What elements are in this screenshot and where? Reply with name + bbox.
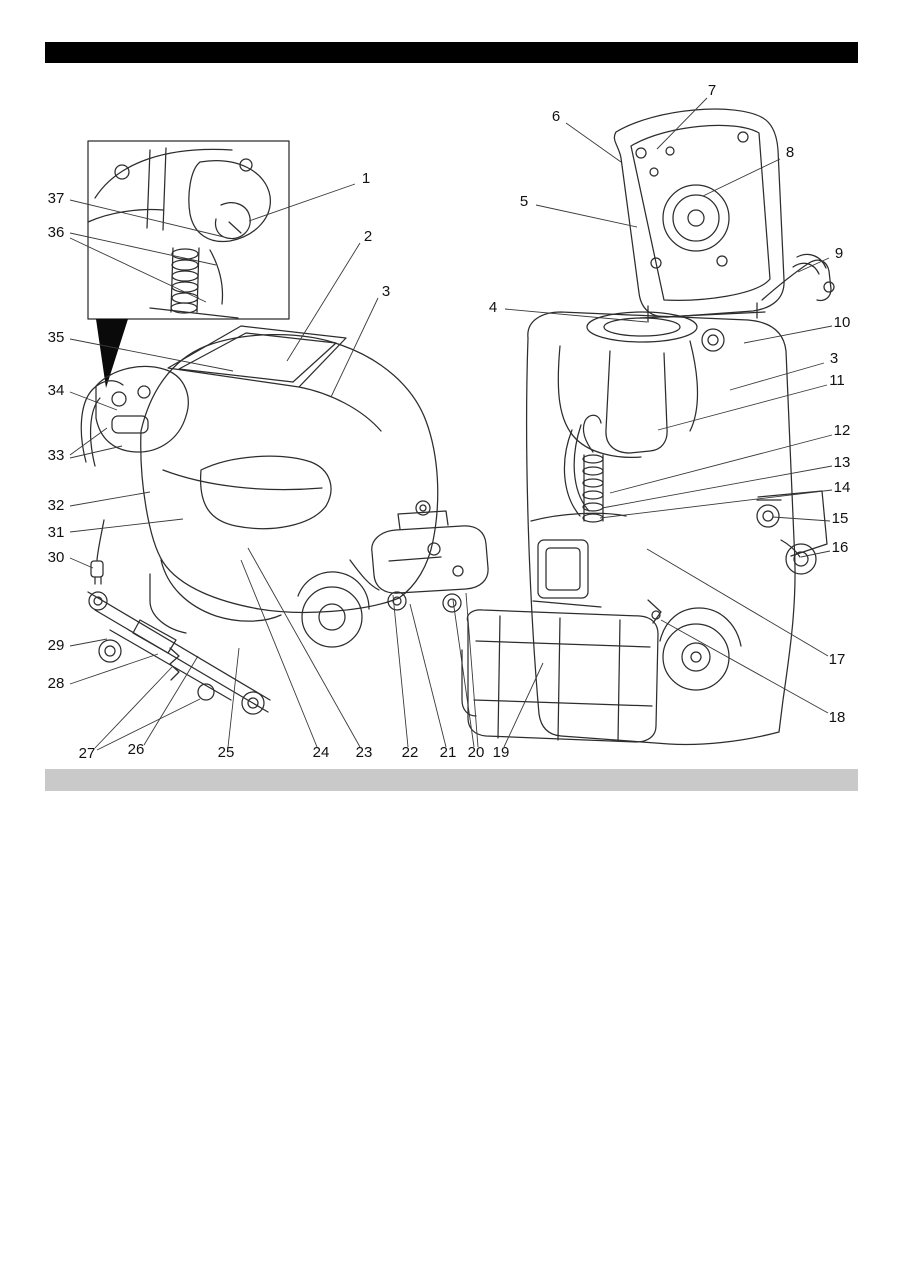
leader-line-13-13 [601, 465, 833, 509]
leader-line-10-9 [743, 325, 833, 344]
callout-label-9-8: 9 [835, 245, 843, 262]
leader-line-34-34 [69, 391, 118, 411]
callout-label-14-14: 14 [834, 479, 851, 496]
detail-inset-pointer [96, 319, 128, 388]
leader-line-33-33 [69, 445, 123, 459]
leader-line-16-16 [800, 550, 831, 558]
callout-label-26-26: 26 [128, 741, 145, 758]
callout-label-4-3: 4 [489, 299, 497, 316]
leader-line-6-5 [565, 122, 622, 163]
callout-label-12-12: 12 [834, 422, 851, 439]
leader-line-14-14 [599, 489, 833, 519]
callout-layer: 1234567891031112131415161718192021222324… [48, 82, 851, 762]
callout-label-13-13: 13 [834, 454, 851, 471]
machine-side-view-drawing [80, 325, 489, 715]
callout-label-3-10: 3 [830, 350, 838, 367]
leader-line-25-25 [227, 647, 240, 748]
leader-line-27-27 [94, 666, 173, 749]
callout-label-37-37: 37 [48, 190, 65, 207]
callout-label-27-27: 27 [79, 745, 96, 762]
footer-rule-bar [45, 769, 858, 791]
callout-label-10-9: 10 [834, 314, 851, 331]
leader-line-18-18 [660, 619, 829, 714]
leader-line-22-22 [392, 594, 409, 748]
leader-line-8-7 [702, 158, 781, 197]
leader-line-19-19 [503, 662, 544, 748]
leader-line-15-15 [772, 516, 831, 522]
leader-line-3-10 [729, 362, 825, 391]
callout-label-1-0: 1 [362, 170, 370, 187]
leader-line-32-32 [69, 491, 151, 507]
leader-line-36-36 [69, 237, 207, 303]
callout-label-29-29: 29 [48, 637, 65, 654]
machine-rear-view-drawing [461, 108, 835, 746]
callout-label-21-21: 21 [440, 744, 457, 761]
leader-line-17-17 [646, 548, 829, 657]
leader-line-24-24 [240, 559, 318, 748]
callout-label-15-15: 15 [832, 510, 849, 527]
leader-line-26-26 [143, 655, 199, 746]
leader-line-2-1 [286, 242, 361, 362]
leader-line-35-35 [69, 338, 234, 372]
leader-line-4-3 [504, 308, 648, 323]
leader-line-29-29 [69, 638, 108, 647]
leader-line-3-2 [330, 297, 379, 398]
leader-line-5-4 [535, 204, 638, 228]
leader-line-12-12 [609, 434, 833, 494]
callout-label-5-4: 5 [520, 193, 528, 210]
callout-label-8-7: 8 [786, 144, 794, 161]
leader-line-7-6 [656, 97, 708, 150]
callout-label-23-23: 23 [356, 744, 373, 761]
callout-label-30-30: 30 [48, 549, 65, 566]
callout-label-6-5: 6 [552, 108, 560, 125]
leader-line-30-30 [69, 557, 94, 569]
callout-label-11-11: 11 [829, 372, 845, 389]
leader-line-37-37 [69, 199, 225, 238]
callout-label-31-31: 31 [48, 524, 65, 541]
callout-label-24-24: 24 [313, 744, 330, 761]
callout-label-34-34: 34 [48, 382, 65, 399]
callout-label-35-35: 35 [48, 329, 65, 346]
leader-line-28-28 [69, 653, 159, 685]
callout-label-22-22: 22 [402, 744, 419, 761]
leader-line-31-31 [69, 518, 184, 533]
callout-label-18-18: 18 [829, 709, 846, 726]
callout-label-3-2: 3 [382, 283, 390, 300]
callout-label-28-28: 28 [48, 675, 65, 692]
header-rule-bar [45, 42, 858, 63]
leader-line-27-27 [96, 698, 201, 751]
leader-line-33-33 [69, 427, 108, 456]
callout-label-25-25: 25 [218, 744, 235, 761]
callout-label-17-17: 17 [829, 651, 846, 668]
detail-inset-drawing [87, 140, 290, 320]
callout-label-2-1: 2 [364, 228, 372, 245]
leader-line-21-21 [409, 603, 447, 748]
callout-label-7-6: 7 [708, 82, 716, 99]
callout-label-33-33: 33 [48, 447, 65, 464]
callout-label-16-16: 16 [832, 539, 849, 556]
callout-label-19-19: 19 [493, 744, 510, 761]
callout-label-32-32: 32 [48, 497, 65, 514]
leader-line-36-36 [69, 232, 217, 266]
leader-line-9-8 [797, 257, 830, 273]
leader-line-23-23 [247, 547, 361, 748]
leader-line-11-11 [657, 384, 828, 431]
callout-label-36-36: 36 [48, 224, 65, 241]
callout-label-20-20: 20 [468, 744, 485, 761]
leader-line-20-20 [452, 599, 475, 748]
leader-line-1-0 [248, 183, 356, 222]
leader-line-20-20 [465, 592, 479, 748]
